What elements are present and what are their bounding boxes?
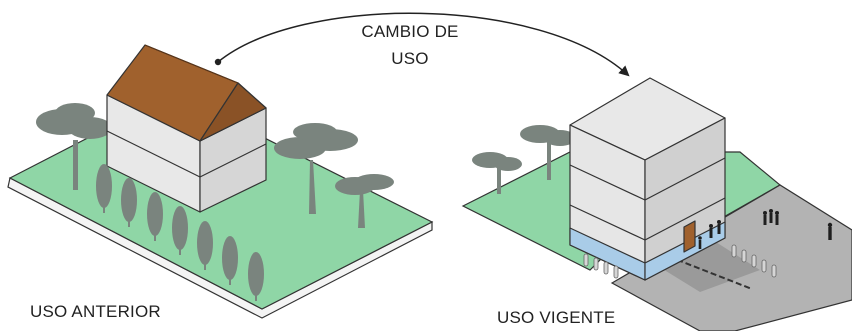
previous-use-scene (7, 44, 434, 319)
parked-bicycle-icon (731, 244, 737, 258)
pedestrian-icon (698, 236, 702, 249)
parked-bicycle-icon (741, 249, 747, 263)
deciduous-tree-icon (335, 174, 394, 228)
pedestrian-icon (775, 211, 779, 225)
house (106, 44, 267, 213)
office-building (569, 77, 726, 281)
parked-bicycle-icon (771, 264, 777, 278)
conifer-tree-icon (147, 192, 163, 241)
change-of-use-label: CAMBIO DE USO (345, 18, 475, 72)
current-use-scene (461, 77, 852, 331)
building-door (683, 220, 696, 253)
pedestrian-icon (709, 224, 713, 238)
change-label-line2: USO (391, 49, 429, 68)
curved-arrow-icon (217, 12, 630, 77)
conifer-tree-icon (172, 206, 188, 255)
deciduous-tree-icon (36, 103, 112, 190)
pedestrian-icon (827, 222, 833, 240)
deciduous-tree-icon (520, 125, 576, 180)
conifer-tree-icon (222, 236, 238, 285)
pedestrian-icon (769, 209, 773, 223)
parked-bicycle-icon (761, 259, 767, 273)
parked-bicycle-icon (593, 257, 599, 271)
change-label-line1: CAMBIO DE (361, 22, 459, 41)
bicycle-rack (731, 244, 777, 278)
house-roof-side (199, 82, 267, 142)
parked-bicycle-icon (583, 253, 589, 267)
conifer-tree-icon (96, 164, 112, 213)
conifer-tree-icon (121, 178, 137, 227)
deciduous-tree-icon (472, 152, 522, 194)
change-of-use-arrow (214, 12, 630, 77)
deciduous-tree-icon (274, 123, 358, 214)
pedestrian-icon (717, 220, 721, 234)
previous-use-label: USO ANTERIOR (30, 302, 161, 321)
pedestrians (698, 209, 833, 249)
bicycle-rack (583, 253, 619, 279)
current-use-label: USO VIGENTE (497, 308, 616, 327)
pedestrian-icon (763, 211, 767, 225)
parked-bicycle-icon (603, 261, 609, 275)
conifer-row (96, 164, 264, 301)
conifer-tree-icon (248, 252, 264, 301)
parked-bicycle-icon (751, 254, 757, 268)
conifer-tree-icon (197, 221, 213, 270)
parked-bicycle-icon (613, 265, 619, 279)
